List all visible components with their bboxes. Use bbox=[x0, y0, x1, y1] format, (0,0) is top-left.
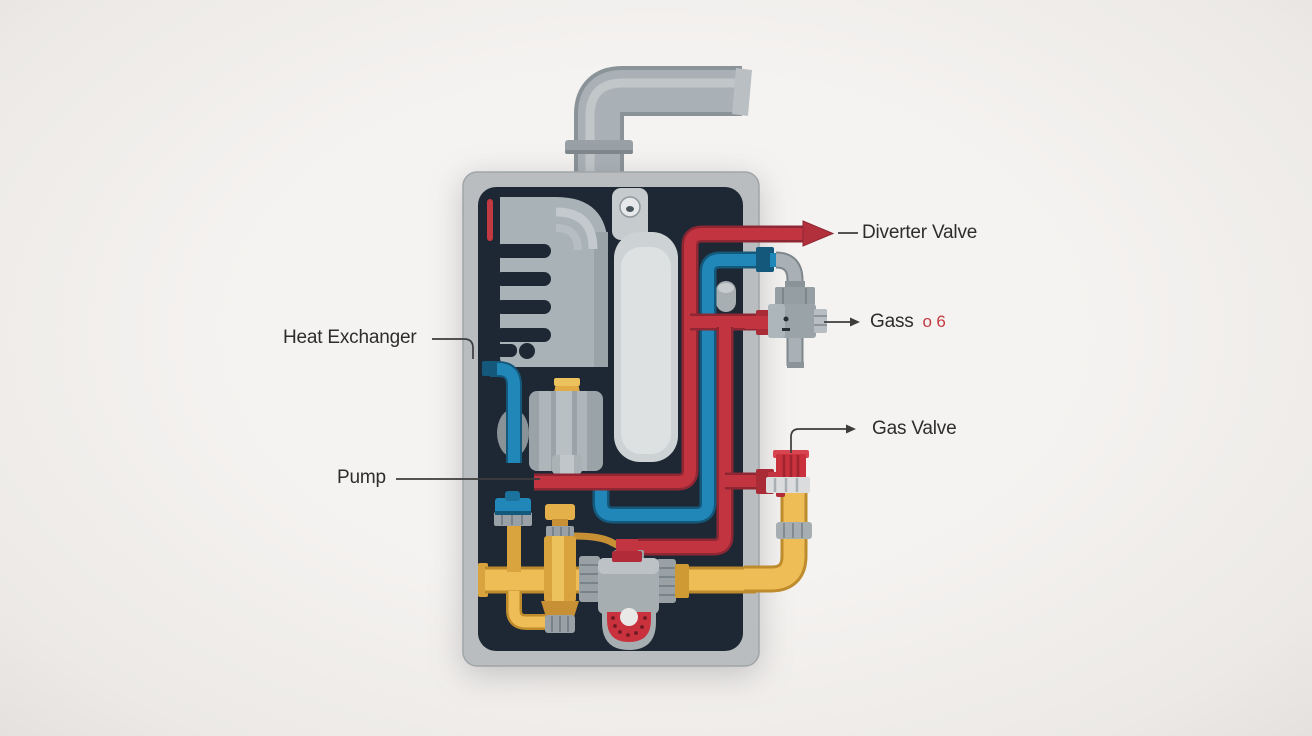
label-diverter-valve: Diverter Valve bbox=[862, 222, 978, 243]
diverter-arrowhead bbox=[802, 220, 835, 247]
cold-water-pipes bbox=[482, 251, 770, 524]
accent-line bbox=[487, 199, 493, 241]
label-pump: Pump bbox=[337, 467, 386, 488]
expansion-vessel bbox=[612, 188, 678, 462]
leader-gas-valve bbox=[790, 428, 846, 453]
label-gas-meter: Gass o 6 bbox=[870, 311, 946, 333]
heat-exchanger-fins bbox=[495, 244, 551, 359]
label-heat-exchanger: Heat Exchanger bbox=[283, 327, 417, 348]
meter-dial bbox=[607, 608, 651, 642]
meter-gas-fitting bbox=[616, 539, 638, 553]
gas-meter bbox=[579, 539, 689, 650]
flue-pipe bbox=[565, 66, 752, 180]
leader-heat-exchanger bbox=[432, 338, 474, 359]
service-valve-brass bbox=[541, 504, 579, 633]
label-gas-valve: Gas Valve bbox=[872, 418, 957, 439]
label-gas-meter-suffix: o 6 bbox=[922, 312, 946, 331]
sensor-pill bbox=[716, 281, 736, 312]
service-valve-blue bbox=[494, 491, 532, 572]
heat-exchanger bbox=[487, 197, 608, 367]
external-gas-valve bbox=[744, 450, 812, 593]
leader-lines bbox=[396, 232, 860, 480]
label-gas-meter-text: Gass bbox=[870, 311, 914, 332]
pump bbox=[529, 378, 603, 474]
external-mixing-valve bbox=[745, 251, 827, 368]
